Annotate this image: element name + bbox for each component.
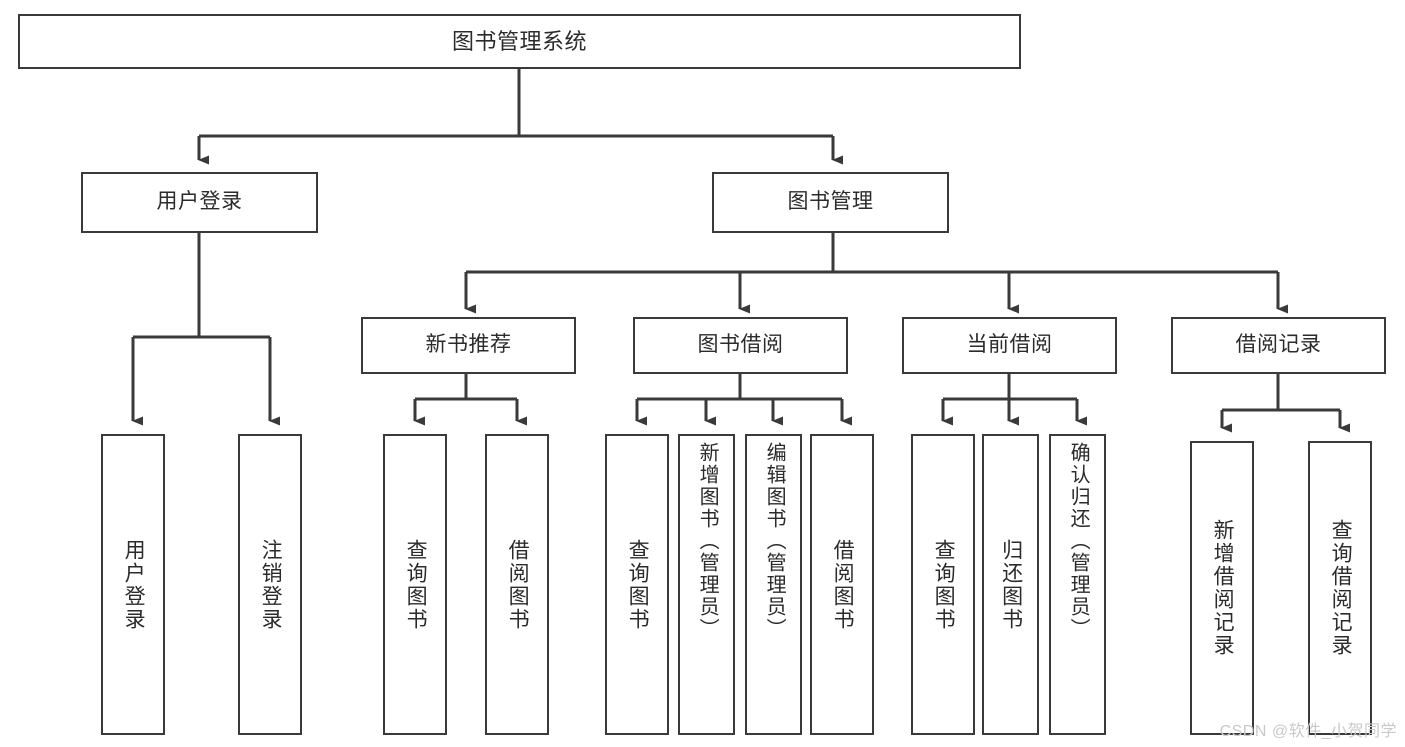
node-leaf-logout[interactable]: 注销登录 bbox=[238, 434, 302, 735]
node-leaf-add-borrow-record[interactable]: 新增借阅记录 bbox=[1190, 441, 1254, 735]
node-label: 新增借阅记录 bbox=[1211, 519, 1235, 657]
node-leaf-borrow-book[interactable]: 借阅图书 bbox=[810, 434, 874, 735]
node-user-login-branch[interactable]: 用户登录 bbox=[81, 172, 318, 233]
node-leaf-query-book-borrow[interactable]: 查询图书 bbox=[605, 434, 669, 735]
node-label: 借阅记录 bbox=[1235, 333, 1322, 357]
node-group-current-borrow[interactable]: 当前借阅 bbox=[902, 317, 1117, 374]
node-label: 归还图书 bbox=[999, 538, 1023, 631]
node-root[interactable]: 图书管理系统 bbox=[18, 14, 1021, 69]
csdn-watermark: CSDN @软件_小贺同学 bbox=[1219, 723, 1397, 740]
node-group-book-borrow[interactable]: 图书借阅 bbox=[633, 317, 848, 374]
node-label: 新增图书（管理员） bbox=[696, 442, 719, 640]
node-group-new-book-recommend[interactable]: 新书推荐 bbox=[361, 317, 576, 374]
node-label: 当前借阅 bbox=[966, 333, 1053, 357]
node-label: 借阅图书 bbox=[831, 538, 855, 631]
node-label: 图书借阅 bbox=[697, 333, 784, 357]
node-book-management-branch[interactable]: 图书管理 bbox=[712, 172, 949, 233]
node-label: 确认归还（管理员） bbox=[1067, 442, 1090, 640]
node-leaf-query-book-recommend[interactable]: 查询图书 bbox=[383, 434, 447, 735]
node-leaf-add-book-admin[interactable]: 新增图书（管理员） bbox=[678, 434, 735, 735]
node-group-borrow-record[interactable]: 借阅记录 bbox=[1171, 317, 1386, 374]
node-leaf-return-book[interactable]: 归还图书 bbox=[982, 434, 1039, 735]
node-leaf-query-book-current[interactable]: 查询图书 bbox=[911, 434, 975, 735]
node-label: 用户登录 bbox=[156, 190, 243, 214]
node-label: 查询借阅记录 bbox=[1329, 519, 1353, 657]
node-label: 借阅图书 bbox=[506, 538, 530, 631]
node-label: 注销登录 bbox=[259, 538, 283, 631]
node-label: 查询图书 bbox=[932, 538, 956, 631]
node-label: 图书管理 bbox=[787, 190, 874, 214]
node-label: 查询图书 bbox=[626, 538, 650, 631]
node-leaf-borrow-book-recommend[interactable]: 借阅图书 bbox=[485, 434, 549, 735]
node-label: 新书推荐 bbox=[425, 333, 512, 357]
node-leaf-edit-book-admin[interactable]: 编辑图书（管理员） bbox=[745, 434, 802, 735]
node-leaf-user-login[interactable]: 用户登录 bbox=[101, 434, 165, 735]
node-label: 用户登录 bbox=[122, 538, 146, 631]
node-label: 查询图书 bbox=[404, 538, 428, 631]
node-label: 图书管理系统 bbox=[451, 28, 587, 54]
node-label: 编辑图书（管理员） bbox=[763, 442, 786, 640]
node-leaf-confirm-return-admin[interactable]: 确认归还（管理员） bbox=[1049, 434, 1106, 735]
node-leaf-query-borrow-record[interactable]: 查询借阅记录 bbox=[1308, 441, 1372, 735]
